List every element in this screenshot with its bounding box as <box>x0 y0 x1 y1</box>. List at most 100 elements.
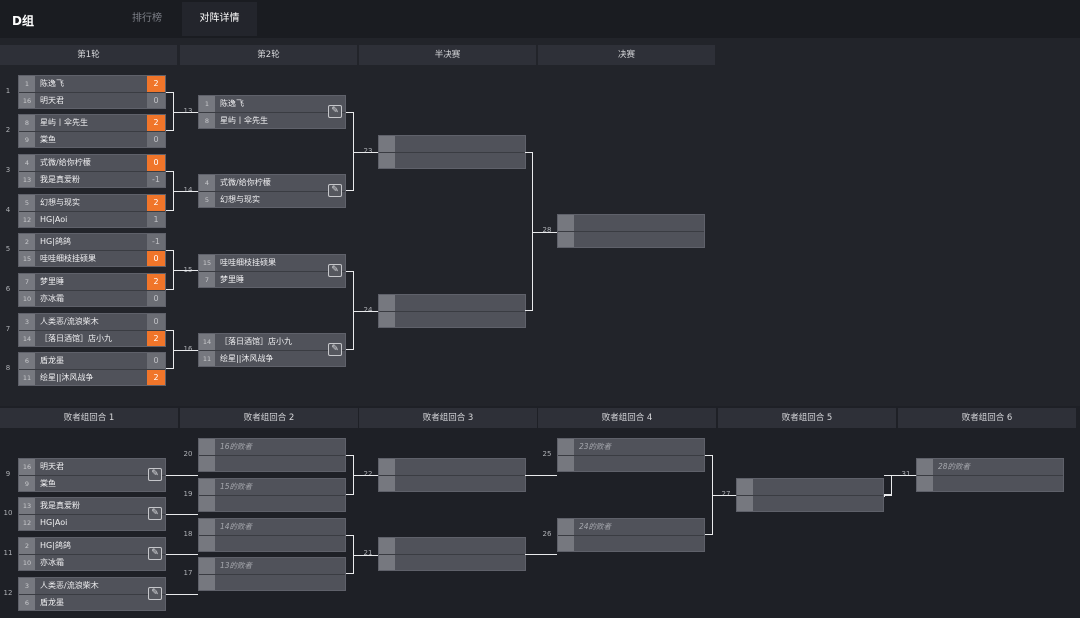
top-slot[interactable]: 15的败者 <box>199 479 345 495</box>
bottom-slot[interactable] <box>199 535 345 551</box>
match-26[interactable]: 24的败者 <box>557 518 705 552</box>
top-slot[interactable]: 23的败者 <box>558 439 704 455</box>
top-slot[interactable]: 28的败者 <box>917 459 1063 475</box>
top-slot[interactable]: 13的败者 <box>199 558 345 574</box>
bottom-slot[interactable] <box>917 475 1063 491</box>
match-22[interactable] <box>378 458 526 492</box>
top-slot[interactable]: 24的败者 <box>558 519 704 535</box>
bottom-slot[interactable] <box>379 554 525 570</box>
edit-icon[interactable]: ✎ <box>328 184 342 197</box>
seed-number <box>199 519 215 535</box>
top-slot[interactable] <box>379 295 525 311</box>
top-slot[interactable] <box>379 459 525 475</box>
tab-ranking[interactable]: 排行榜 <box>132 13 162 24</box>
bottom-slot[interactable] <box>737 495 883 511</box>
bottom-slot[interactable] <box>379 152 525 168</box>
bottom-slot[interactable] <box>199 495 345 511</box>
top-slot[interactable] <box>379 136 525 152</box>
top-slot[interactable] <box>558 215 704 231</box>
bottom-slot[interactable] <box>379 311 525 327</box>
match-25[interactable]: 23的败者 <box>557 438 705 472</box>
match-31[interactable]: 28的败者 <box>916 458 1064 492</box>
edit-icon[interactable]: ✎ <box>148 547 162 560</box>
match-20[interactable]: 16的败者 <box>198 438 346 472</box>
tab-match-details[interactable]: 对阵详情 <box>182 2 257 36</box>
edit-icon[interactable]: ✎ <box>328 105 342 118</box>
top-slot[interactable]: 16的败者 <box>199 439 345 455</box>
match-28[interactable] <box>557 214 705 248</box>
match-19[interactable]: 15的败者 <box>198 478 346 512</box>
edit-icon[interactable]: ✎ <box>148 468 162 481</box>
top-slot[interactable]: 14的败者 <box>199 519 345 535</box>
match-number: 8 <box>5 364 11 372</box>
edit-icon[interactable]: ✎ <box>148 507 162 520</box>
match-21[interactable] <box>378 537 526 571</box>
bottom-slot[interactable] <box>199 574 345 590</box>
match-23[interactable] <box>378 135 526 169</box>
match-17[interactable]: 13的败者 <box>198 557 346 591</box>
match-24[interactable] <box>378 294 526 328</box>
top-slot[interactable]: 14［落日酒馆］店小九 <box>199 334 345 350</box>
edit-icon[interactable]: ✎ <box>328 343 342 356</box>
bottom-slot[interactable] <box>558 535 704 551</box>
connector-line <box>884 475 892 495</box>
bottom-slot[interactable] <box>558 231 704 247</box>
bottom-slot[interactable] <box>379 475 525 491</box>
match-18[interactable]: 14的败者 <box>198 518 346 552</box>
match-27[interactable] <box>736 478 884 512</box>
bottom-slot[interactable] <box>558 455 704 471</box>
edit-icon[interactable]: ✎ <box>148 587 162 600</box>
top-slot[interactable] <box>737 479 883 495</box>
edit-icon[interactable]: ✎ <box>328 264 342 277</box>
top-slot[interactable] <box>379 538 525 554</box>
bottom-slot[interactable] <box>199 455 345 471</box>
